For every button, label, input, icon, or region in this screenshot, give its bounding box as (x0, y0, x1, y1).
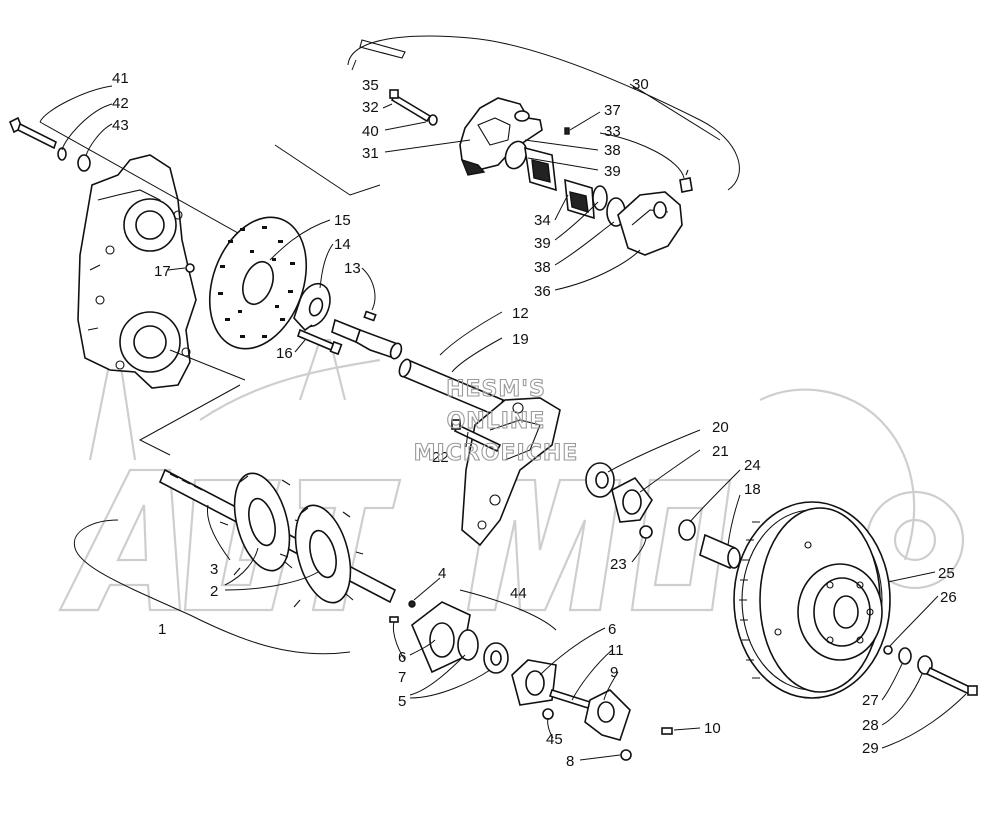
watermark-text: HESM'S ONLINE MICROFICHE (413, 376, 579, 466)
seal-39 (592, 185, 608, 211)
washer-42 (57, 147, 67, 161)
washer-43 (77, 154, 91, 172)
brake-hub (293, 282, 331, 332)
callout-7: 7 (398, 669, 406, 686)
bolt-22 (451, 419, 502, 453)
callout-18: 18 (744, 481, 761, 498)
bolt-11 (548, 689, 592, 709)
callout-1: 1 (158, 621, 166, 638)
bolt-32 (389, 89, 432, 123)
leader-lines (39, 83, 967, 761)
brake-disc (208, 216, 308, 350)
brake-caliper (459, 97, 543, 176)
bleeder-33 (679, 169, 693, 193)
flange-6b (511, 659, 557, 706)
callout-32: 32 (362, 99, 379, 116)
callout-12: 12 (512, 305, 529, 322)
bearings-5 (457, 629, 509, 674)
callout-45: 45 (546, 731, 563, 748)
bolt-41 (8, 116, 57, 150)
track-sprocket-right (279, 504, 364, 608)
woodruff-key (363, 310, 377, 322)
callout-16: 16 (276, 345, 293, 362)
bearing-flange-21 (611, 476, 653, 523)
nut-8 (620, 749, 632, 761)
washer-24 (678, 519, 696, 541)
callout-43: 43 (112, 117, 129, 134)
callout-39a: 39 (604, 163, 621, 180)
callout-2: 2 (210, 583, 218, 600)
bolt-29 (925, 666, 978, 696)
callout-23: 23 (610, 556, 627, 573)
watermark-line2: ONLINE (447, 409, 546, 434)
callout-14: 14 (334, 236, 351, 253)
watermark-line1: HESM'S (446, 377, 546, 402)
bolt-16 (297, 328, 343, 356)
callout-26: 26 (940, 589, 957, 606)
callout-42: 42 (112, 95, 129, 112)
nut-23 (639, 525, 653, 539)
bolt-7 (389, 616, 399, 623)
callout-39b: 39 (534, 235, 551, 252)
callout-5: 5 (398, 693, 406, 710)
callout-41: 41 (112, 70, 129, 87)
callout-9: 9 (610, 664, 618, 681)
track-sprocket-left (219, 472, 303, 576)
callout-6a: 6 (398, 649, 406, 666)
end-cap-9 (584, 689, 631, 741)
nut-17 (185, 263, 195, 273)
callout-34: 34 (534, 212, 551, 229)
callout-3: 3 (210, 561, 218, 578)
callout-15: 15 (334, 212, 351, 229)
brake-pads (524, 146, 595, 220)
callout-33: 33 (604, 123, 621, 140)
callout-38a: 38 (604, 142, 621, 159)
caliper-body-36 (617, 191, 683, 256)
spacer-shaft (331, 318, 403, 360)
chaincase-housing (77, 154, 197, 389)
shaft-group-outline (73, 519, 557, 655)
callout-13: 13 (344, 260, 361, 277)
callout-36: 36 (534, 283, 551, 300)
spacer-18 (699, 533, 741, 570)
washer-45 (542, 708, 554, 720)
callout-31: 31 (362, 145, 379, 162)
callout-17: 17 (154, 263, 171, 280)
bracket-group-outline (347, 35, 740, 191)
callout-29: 29 (862, 740, 879, 757)
pin-4 (408, 600, 416, 608)
callout-27: 27 (862, 692, 879, 709)
callout-38b: 38 (534, 259, 551, 276)
bearing-20 (585, 462, 615, 498)
callout-22: 22 (432, 449, 449, 466)
bolt-10 (661, 727, 673, 735)
callout-19: 19 (512, 331, 529, 348)
callout-10: 10 (704, 720, 721, 737)
callout-28: 28 (862, 717, 879, 734)
callout-6b: 6 (608, 621, 616, 638)
callout-4: 4 (438, 565, 446, 582)
callout-40: 40 (362, 123, 379, 140)
watermark-line3: MICROFICHE (414, 441, 579, 466)
washer-40 (428, 114, 438, 126)
bearing-housing-6 (411, 601, 471, 674)
callout-21: 21 (712, 443, 729, 460)
callout-labels: 41 42 43 35 32 40 31 30 37 33 38 39 34 3… (112, 70, 957, 770)
callout-35: 35 (362, 77, 379, 94)
callout-37: 37 (604, 102, 621, 119)
washer-27 (898, 647, 912, 665)
callout-20: 20 (712, 419, 729, 436)
callout-44: 44 (510, 585, 527, 602)
callout-30: 30 (632, 76, 649, 93)
callout-8: 8 (566, 753, 574, 770)
drive-pulley (733, 501, 891, 699)
pin-37 (564, 127, 570, 135)
callout-24: 24 (744, 457, 761, 474)
mount-bracket (461, 397, 561, 547)
callout-11: 11 (608, 642, 624, 659)
washer-26 (883, 645, 893, 655)
callout-25: 25 (938, 565, 955, 582)
